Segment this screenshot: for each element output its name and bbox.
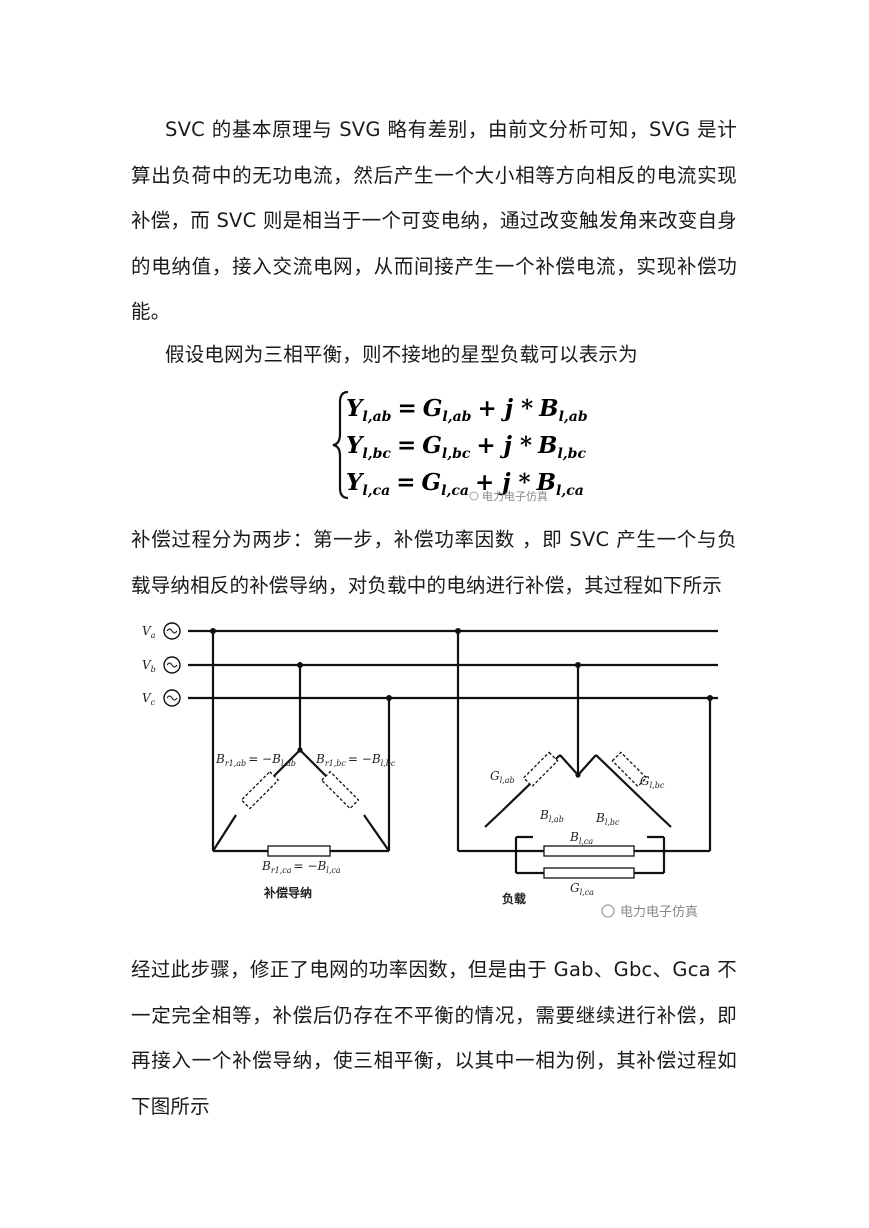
formula-eq: = [397, 395, 416, 422]
formula-b-sub: l,bc [557, 446, 586, 462]
wechat-icon [601, 904, 615, 918]
formula-b: B [536, 469, 556, 496]
formula-row-bc: Yl,bc =Gl,bc + j *Bl,bc [346, 432, 586, 462]
formula-g: G [423, 395, 443, 422]
ac-source-icon-a [163, 622, 181, 640]
comp-label-bc: Br1,bc= −Bl,bc [315, 752, 396, 768]
formula-b: B [537, 432, 557, 459]
load-label-b-ab: Bl,ab [539, 808, 564, 824]
formula-plus-j: + j * [477, 395, 533, 422]
paragraph-compensation-step2: 经过此步骤，修正了电网的功率因数，但是由于 Gab、Gbc、Gca 不一定完全相… [131, 958, 737, 1118]
paragraph-svc-principle: SVC 的基本原理与 SVG 略有差别，由前文分析可知，SVG 是计算出负荷中的… [131, 118, 737, 323]
load-g-bc [611, 751, 648, 788]
compensation-circuit-diagram: Va Vb Vc Br1,ab= −Bl,ab Br1,bc= −Bl,bc B… [142, 622, 718, 920]
ac-source-icon-c [163, 689, 181, 707]
load-g-ca [543, 867, 635, 879]
formula-eq: = [396, 469, 415, 496]
formula-brace [332, 390, 349, 500]
formula-plus-j: + j * [476, 432, 532, 459]
formula-g-sub: l,bc [442, 446, 471, 462]
formula-lhs: Y [346, 432, 365, 459]
formula-lhs: Y [346, 469, 365, 496]
circuit-watermark-text: 电力电子仿真 [620, 905, 698, 920]
comp-caption: 补偿导纳 [263, 885, 312, 900]
formula-b-sub: l,ab [559, 409, 588, 425]
load-label-g-ca: Gl,ca [570, 881, 594, 897]
load-admittance-formula: Yl,ab=Gl,ab+ j *Bl,ab Yl,bc=Gl,bc+ j *Bl… [332, 390, 588, 503]
formula-g-sub: l,ab [442, 409, 471, 425]
wechat-icon [469, 491, 479, 501]
svg-text:Yl,ca=Gl,ca+ j *Bl,ca: Yl,ca = Gl,ca + j *Bl,ca [346, 469, 584, 499]
formula-lhs: Y [346, 395, 365, 422]
load-g-ab [522, 751, 559, 788]
formula-plus-j: + j * [475, 469, 531, 496]
comp-admittance-bc [320, 770, 360, 810]
load-label-b-bc: Bl,bc [595, 811, 620, 827]
paragraph-load-assumption: 假设电网为三相平衡，则不接地的星型负载可以表示为 [165, 343, 638, 366]
circuit-watermark: 电力电子仿真 [601, 904, 698, 920]
source-label-a: Va [142, 624, 156, 640]
formula-b-sub: l,ca [556, 483, 584, 499]
load-label-g-bc: Gl,bc [640, 774, 665, 790]
formula-eq: = [397, 432, 416, 459]
svg-text:Yl,ab=Gl,ab+ j *Bl,ab: Yl,ab = Gl,ab + j *Bl,ab [346, 395, 588, 425]
load-caption: 负载 [502, 891, 526, 906]
formula-lhs-sub: l,ab [362, 409, 391, 425]
source-label-c: Vc [142, 691, 156, 707]
formula-g-sub: l,ca [441, 483, 469, 499]
svg-text:Yl,bc=Gl,bc+ j *Bl,bc: Yl,bc =Gl,bc + j *Bl,bc [346, 432, 586, 462]
formula-lhs-sub: l,ca [362, 483, 390, 499]
source-symbols [163, 622, 181, 707]
load-wiring [456, 631, 712, 875]
paragraph-compensation-step1: 补偿过程分为两步：第一步，补偿功率因数 ，即 SVC 产生一个与负载导纳相反的补… [131, 528, 737, 597]
formula-watermark-text: 电力电子仿真 [482, 489, 548, 503]
comp-admittance-ab [240, 770, 280, 810]
comp-label-ab: Br1,ab= −Bl,ab [215, 752, 296, 768]
formula-g: G [422, 469, 442, 496]
comp-label-ca: Br1,ca= −Bl,ca [261, 859, 341, 875]
formula-b: B [538, 395, 558, 422]
load-label-b-ca: Bl,ca [569, 830, 593, 846]
load-b-ca [543, 845, 635, 857]
formula-watermark: 电力电子仿真 [469, 489, 548, 503]
formula-row-ab: Yl,ab = Gl,ab + j *Bl,ab [346, 395, 588, 425]
junction-dots [210, 628, 713, 778]
formula-lhs-sub: l,bc [362, 446, 391, 462]
formula-g: G [422, 432, 442, 459]
comp-admittance-ca [267, 845, 331, 857]
load-label-g-ab: Gl,ab [490, 769, 515, 785]
source-label-b: Vb [142, 658, 156, 674]
formula-row-ca: Yl,ca = Gl,ca + j *Bl,ca [346, 469, 584, 499]
ac-source-icon-b [163, 656, 181, 674]
